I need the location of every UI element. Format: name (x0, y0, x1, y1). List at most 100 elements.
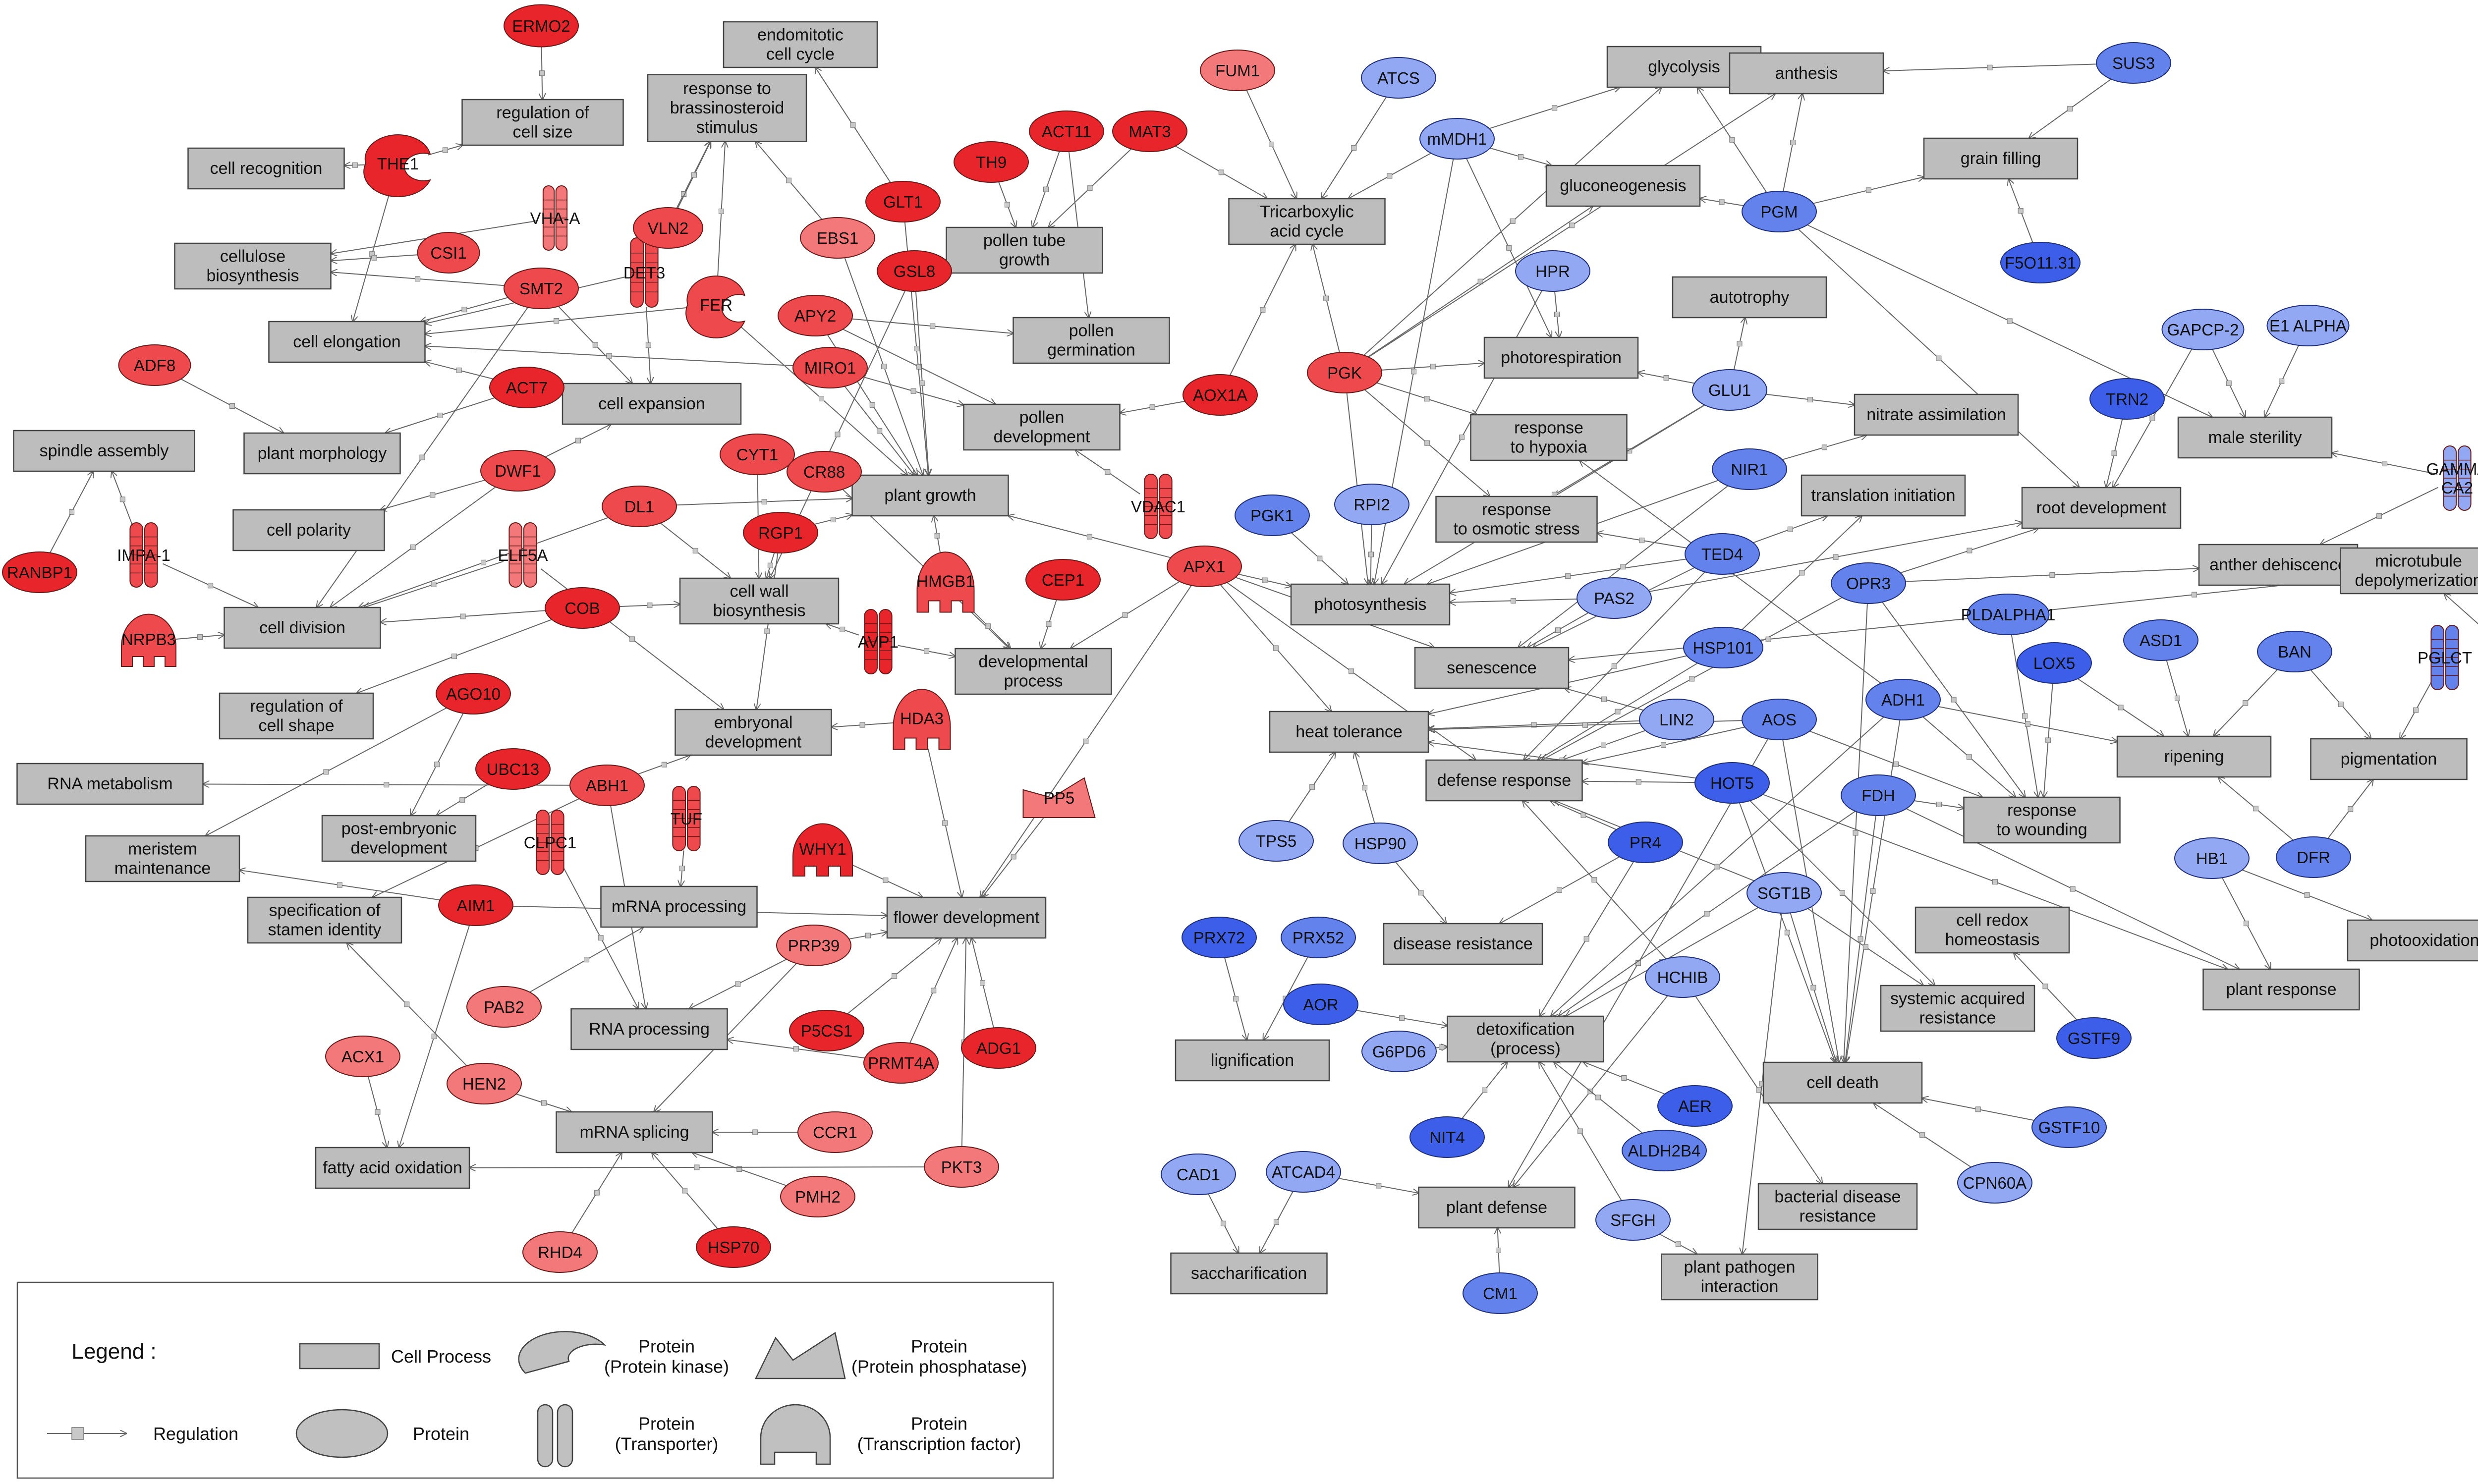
protein-why1[interactable]: WHY1 (792, 823, 853, 877)
protein-gammaca2[interactable]: GAMMACA2 (2426, 445, 2478, 511)
cell-process-celldeath[interactable]: cell death (1762, 1061, 1923, 1104)
protein-pglct[interactable]: PGLCT (2418, 625, 2472, 690)
protein-adh1[interactable]: ADH1 (1865, 679, 1941, 720)
protein-tuf[interactable]: TUF (671, 786, 702, 851)
protein-ermo2[interactable]: ERMO2 (504, 4, 579, 48)
cell-process-photoox[interactable]: photooxidation (2347, 919, 2478, 962)
protein-ebs1[interactable]: EBS1 (800, 217, 875, 259)
protein-asd1[interactable]: ASD1 (2123, 619, 2198, 661)
protein-fer[interactable]: FER (685, 275, 746, 338)
protein-act11[interactable]: ACT11 (1029, 110, 1104, 152)
protein-ted4[interactable]: TED4 (1685, 533, 1760, 575)
cell-process-lignif[interactable]: lignification (1175, 1039, 1330, 1082)
cell-process-ripening[interactable]: ripening (2116, 735, 2272, 778)
protein-lox5[interactable]: LOX5 (2017, 642, 2092, 684)
protein-aer[interactable]: AER (1657, 1085, 1733, 1127)
cell-process-division[interactable]: cell division (224, 606, 381, 649)
protein-cep1[interactable]: CEP1 (1025, 559, 1101, 601)
protein-acx1[interactable]: ACX1 (325, 1036, 400, 1077)
protein-adf8[interactable]: ADF8 (118, 344, 191, 386)
protein-apx1[interactable]: APX1 (1167, 546, 1242, 587)
protein-gstf9[interactable]: GSTF9 (2056, 1017, 2132, 1059)
protein-hsp101[interactable]: HSP101 (1683, 627, 1763, 668)
protein-hen2[interactable]: HEN2 (447, 1063, 522, 1104)
cell-process-mrnaproc[interactable]: mRNA processing (600, 885, 758, 928)
protein-nrpb3[interactable]: NRPB3 (121, 613, 176, 667)
cell-process-heat[interactable]: heat tolerance (1269, 711, 1429, 753)
protein-p5cs1[interactable]: P5CS1 (789, 1010, 864, 1051)
protein-elf5a[interactable]: ELF5A (498, 522, 548, 588)
protein-ranbp1[interactable]: RANBP1 (2, 551, 77, 593)
protein-fum1[interactable]: FUM1 (1200, 50, 1275, 91)
protein-prmt4a[interactable]: PRMT4A (863, 1042, 939, 1084)
protein-cm1[interactable]: CM1 (1463, 1272, 1538, 1314)
cell-process-anthesis[interactable]: anthesis (1729, 52, 1884, 95)
protein-dfr[interactable]: DFR (2276, 836, 2351, 878)
protein-sgt1b[interactable]: SGT1B (1746, 872, 1822, 914)
protein-rhd4[interactable]: RHD4 (522, 1231, 598, 1273)
cell-process-mrnasplice[interactable]: mRNA splicing (556, 1111, 713, 1154)
cell-process-rnamet[interactable]: RNA metabolism (16, 763, 204, 805)
protein-nir1[interactable]: NIR1 (1712, 448, 1787, 490)
protein-cyt1[interactable]: CYT1 (720, 434, 795, 475)
protein-vdac1[interactable]: VDAC1 (1131, 474, 1185, 539)
cell-process-morph[interactable]: plant morphology (243, 432, 401, 475)
protein-rpi2[interactable]: RPI2 (1334, 484, 1409, 525)
cell-process-transl[interactable]: translation initiation (1801, 474, 1966, 517)
protein-glu1[interactable]: GLU1 (1692, 369, 1767, 411)
cell-process-flower[interactable]: flower development (886, 896, 1047, 939)
protein-hpr[interactable]: HPR (1515, 250, 1590, 292)
cell-process-nitrate[interactable]: nitrate assimilation (1854, 393, 2019, 436)
protein-aldh2b4[interactable]: ALDH2B4 (1622, 1130, 1707, 1171)
protein-clpc1[interactable]: CLPC1 (524, 810, 576, 875)
protein-pldalpha1[interactable]: PLDALPHA1 (1961, 594, 2056, 635)
protein-pr4[interactable]: PR4 (1608, 822, 1683, 863)
protein-pgm[interactable]: PGM (1742, 191, 1817, 232)
protein-lin2[interactable]: LIN2 (1639, 699, 1714, 740)
cell-process-detox[interactable]: detoxification(process) (1447, 1015, 1604, 1063)
protein-act7[interactable]: ACT7 (489, 367, 564, 408)
protein-pab2[interactable]: PAB2 (466, 986, 542, 1028)
cell-process-rootdev[interactable]: root development (2021, 487, 2182, 529)
protein-the1[interactable]: THE1 (363, 134, 431, 197)
protein-hot5[interactable]: HOT5 (1694, 762, 1770, 804)
protein-hda3[interactable]: HDA3 (893, 689, 951, 750)
cell-process-diseaseres[interactable]: disease resistance (1383, 923, 1543, 965)
protein-hmgb1[interactable]: HMGB1 (916, 551, 975, 613)
cell-process-cellrec[interactable]: cell recognition (187, 147, 345, 190)
cell-process-plantresp[interactable]: plant response (2202, 968, 2360, 1011)
protein-abh1[interactable]: ABH1 (569, 765, 645, 806)
protein-hsp70[interactable]: HSP70 (696, 1226, 771, 1268)
cell-process-expans[interactable]: cell expansion (562, 383, 742, 425)
protein-det3[interactable]: DET3 (623, 237, 665, 308)
protein-apy2[interactable]: APY2 (778, 295, 853, 336)
protein-atcs[interactable]: ATCS (1361, 57, 1436, 99)
protein-pgk[interactable]: PGK (1307, 352, 1382, 393)
protein-cob[interactable]: COB (545, 587, 620, 629)
protein-glt1[interactable]: GLT1 (865, 181, 941, 222)
cell-process-polarity[interactable]: cell polarity (232, 509, 385, 551)
protein-ago10[interactable]: AGO10 (436, 673, 511, 715)
cell-process-rnaproc[interactable]: RNA processing (570, 1008, 728, 1050)
cell-process-plantdef[interactable]: plant defense (1418, 1186, 1576, 1229)
protein-smt2[interactable]: SMT2 (504, 268, 579, 309)
protein-pkt3[interactable]: PKT3 (924, 1146, 999, 1188)
cell-process-growth[interactable]: plant growth (851, 474, 1009, 517)
protein-miro1[interactable]: MIRO1 (792, 347, 868, 388)
